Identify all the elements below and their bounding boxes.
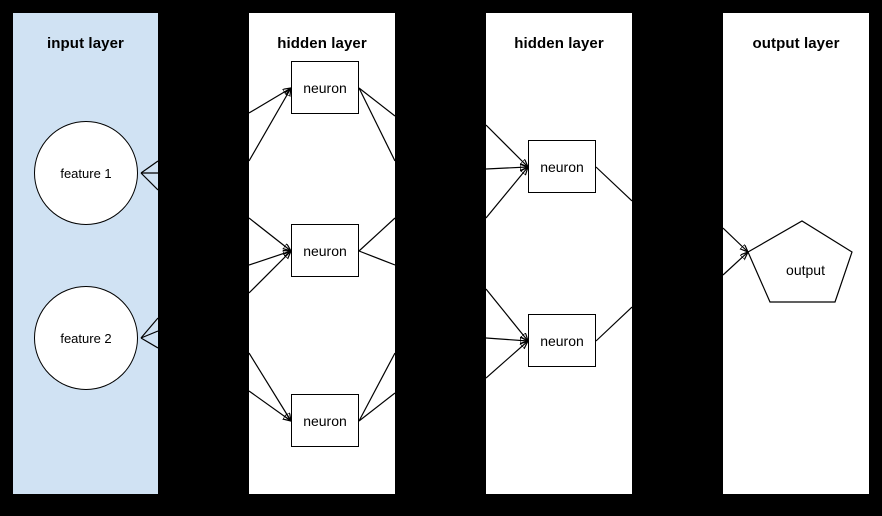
layer-panel-output: output layer output (723, 13, 869, 494)
node-label: neuron (303, 79, 347, 96)
node-hidden2-neuron-1[interactable]: neuron (528, 140, 596, 193)
node-label: feature 2 (60, 330, 112, 346)
node-output-pentagon[interactable] (747, 218, 863, 313)
layer-panel-input: input layer feature 1 feature 2 (13, 13, 158, 494)
edges-input-panel (140, 160, 158, 349)
node-hidden1-neuron-2[interactable]: neuron (291, 224, 359, 277)
node-label: neuron (540, 158, 584, 175)
layer-title-input: input layer (47, 35, 124, 52)
node-hidden2-neuron-2[interactable]: neuron (528, 314, 596, 367)
layer-title-output: output layer (752, 35, 840, 52)
node-label: neuron (303, 412, 347, 429)
node-label: neuron (303, 242, 347, 259)
node-hidden1-neuron-3[interactable]: neuron (291, 394, 359, 447)
layer-title-hidden-2: hidden layer (514, 35, 604, 52)
layer-title-hidden-1: hidden layer (277, 35, 367, 52)
node-label: neuron (540, 332, 584, 349)
node-hidden1-neuron-1[interactable]: neuron (291, 61, 359, 114)
node-feature-2[interactable]: feature 2 (34, 286, 138, 390)
node-label: output (786, 262, 825, 278)
layer-panel-hidden-2: hidden layer neuron neuron (486, 13, 632, 494)
layer-panel-hidden-1: hidden layer (249, 13, 395, 494)
node-feature-1[interactable]: feature 1 (34, 121, 138, 225)
edges-hidden-2-panel (486, 124, 632, 379)
node-label: feature 1 (60, 165, 112, 181)
